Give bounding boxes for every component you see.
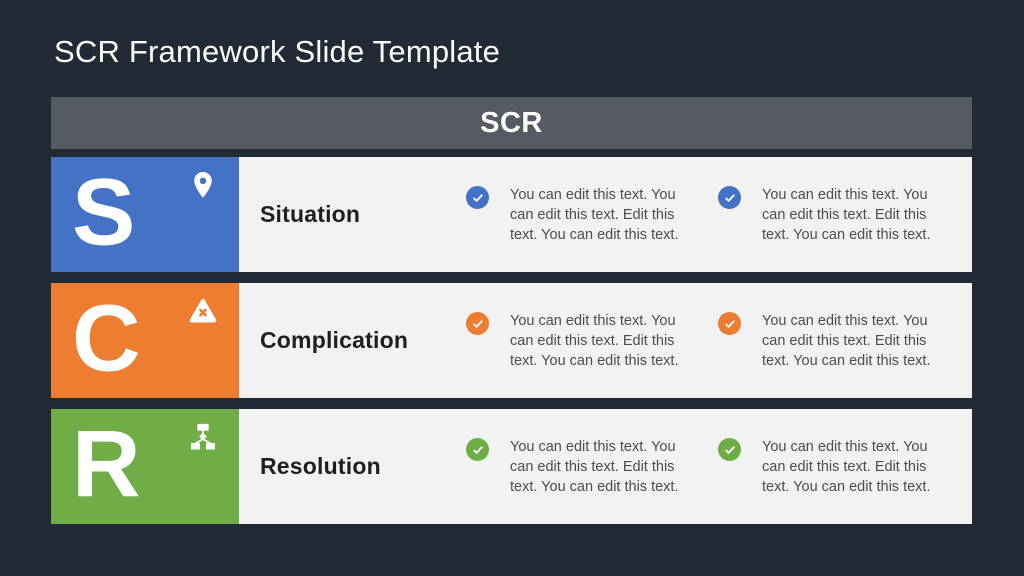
- letter-block-situation: S: [51, 157, 239, 272]
- row-letter: C: [72, 285, 141, 392]
- warning-triangle-icon: [188, 296, 218, 326]
- row-letter: S: [72, 159, 136, 266]
- scr-header-label: SCR: [480, 106, 543, 139]
- placeholder-text: You can edit this text. You can edit thi…: [762, 186, 931, 243]
- check-circle-icon: [718, 186, 741, 209]
- row-letter: R: [72, 411, 141, 518]
- placeholder-text: You can edit this text. You can edit thi…: [762, 312, 931, 369]
- row-label: Complication: [260, 327, 409, 353]
- placeholder-text: You can edit this text. You can edit thi…: [510, 186, 679, 243]
- scr-row-complication: C Complication You can edit this text. Y…: [51, 283, 972, 398]
- org-chart-icon: [188, 422, 218, 452]
- slide-title: SCR Framework Slide Template: [54, 34, 501, 69]
- check-circle-icon: [718, 312, 741, 335]
- placeholder-text: You can edit this text. You can edit thi…: [510, 312, 679, 369]
- letter-block-resolution: R: [51, 409, 239, 524]
- row-label: Situation: [260, 201, 361, 227]
- check-circle-icon: [466, 186, 489, 209]
- check-circle-icon: [466, 438, 489, 461]
- scr-header-bar: SCR: [51, 97, 972, 149]
- letter-block-complication: C: [51, 283, 239, 398]
- placeholder-text: You can edit this text. You can edit thi…: [510, 438, 679, 495]
- placeholder-text: You can edit this text. You can edit thi…: [762, 438, 931, 495]
- scr-row-situation: S Situation You can edit this text. You …: [51, 157, 972, 272]
- check-circle-icon: [718, 438, 741, 461]
- row-label: Resolution: [260, 453, 381, 479]
- location-pin-icon: [188, 170, 218, 200]
- check-circle-icon: [466, 312, 489, 335]
- scr-row-resolution: R Resolution You can edit this text. You…: [51, 409, 972, 524]
